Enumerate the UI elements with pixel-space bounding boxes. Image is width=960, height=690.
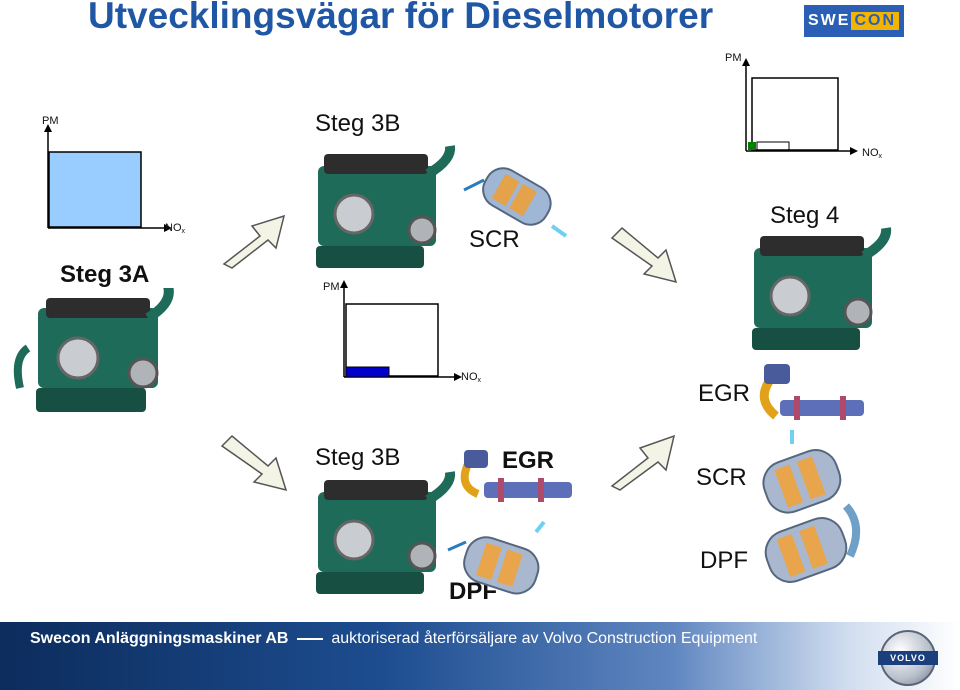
steg3a-label: Steg 3A	[60, 261, 150, 288]
engine-steg4-image	[752, 227, 892, 350]
engine-steg3b-bottom-image	[316, 471, 456, 594]
steg3b-nox-label: NOx	[461, 371, 481, 385]
steg4-emission-diagram	[742, 58, 858, 155]
egr-cooler-right-image	[759, 364, 864, 420]
logo-text-left: SWE	[807, 12, 851, 29]
steg3a-area	[48, 151, 142, 228]
scr-catalyst-top-image	[463, 167, 568, 238]
arrow-3b-to-4-bottom-icon	[610, 434, 676, 491]
page-title: Utvecklingsvägar för Dieselmotorer	[88, 0, 714, 36]
egr-cooler-bottom-image	[460, 450, 572, 502]
steg3b-pm-label: PM	[323, 281, 340, 293]
steg3a-pm-label: PM	[42, 115, 59, 127]
footer-rest: auktoriserad återförsäljare av Volvo Con…	[331, 630, 758, 647]
footer-bar	[0, 622, 960, 690]
steg3a-nox-label: NOx	[165, 222, 185, 236]
volvo-logo: VOLVO	[878, 630, 938, 686]
steg3a-emission-diagram	[44, 124, 172, 232]
logo-text-right: CON	[851, 12, 899, 30]
dpf-filter-bottom-image	[447, 520, 546, 595]
engine-steg3b-top-image	[316, 145, 456, 268]
steg4-label: Steg 4	[770, 202, 840, 229]
dpf-right-label: DPF	[700, 547, 748, 574]
steg4-nox-label: NOx	[862, 147, 882, 161]
steg4-area	[748, 142, 756, 150]
scr-right-label: SCR	[696, 464, 747, 491]
steg3b-top-label: Steg 3B	[315, 110, 401, 137]
steg4-pm-label: PM	[725, 52, 742, 64]
egr-right-label: EGR	[698, 380, 751, 407]
scr-dpf-right-image	[762, 430, 860, 583]
engine-steg3a-image	[13, 288, 174, 412]
arrow-3b-to-4-top-icon	[610, 226, 678, 284]
steg3b-area	[345, 366, 390, 378]
arrow-3a-to-3b-icon	[222, 214, 286, 269]
footer-text: Swecon Anläggningsmaskiner AB auktoriser…	[30, 630, 757, 648]
volvo-logo-text: VOLVO	[878, 651, 938, 665]
footer-company: Swecon Anläggningsmaskiner AB	[30, 630, 289, 647]
steg3b-bottom-label: Steg 3B	[315, 444, 401, 471]
arrow-3a-to-3b-bottom-icon	[220, 434, 288, 492]
egr-bottom-label: EGR	[502, 447, 555, 474]
steg3b-emission-diagram	[340, 280, 462, 381]
scr-top-label: SCR	[469, 226, 520, 253]
